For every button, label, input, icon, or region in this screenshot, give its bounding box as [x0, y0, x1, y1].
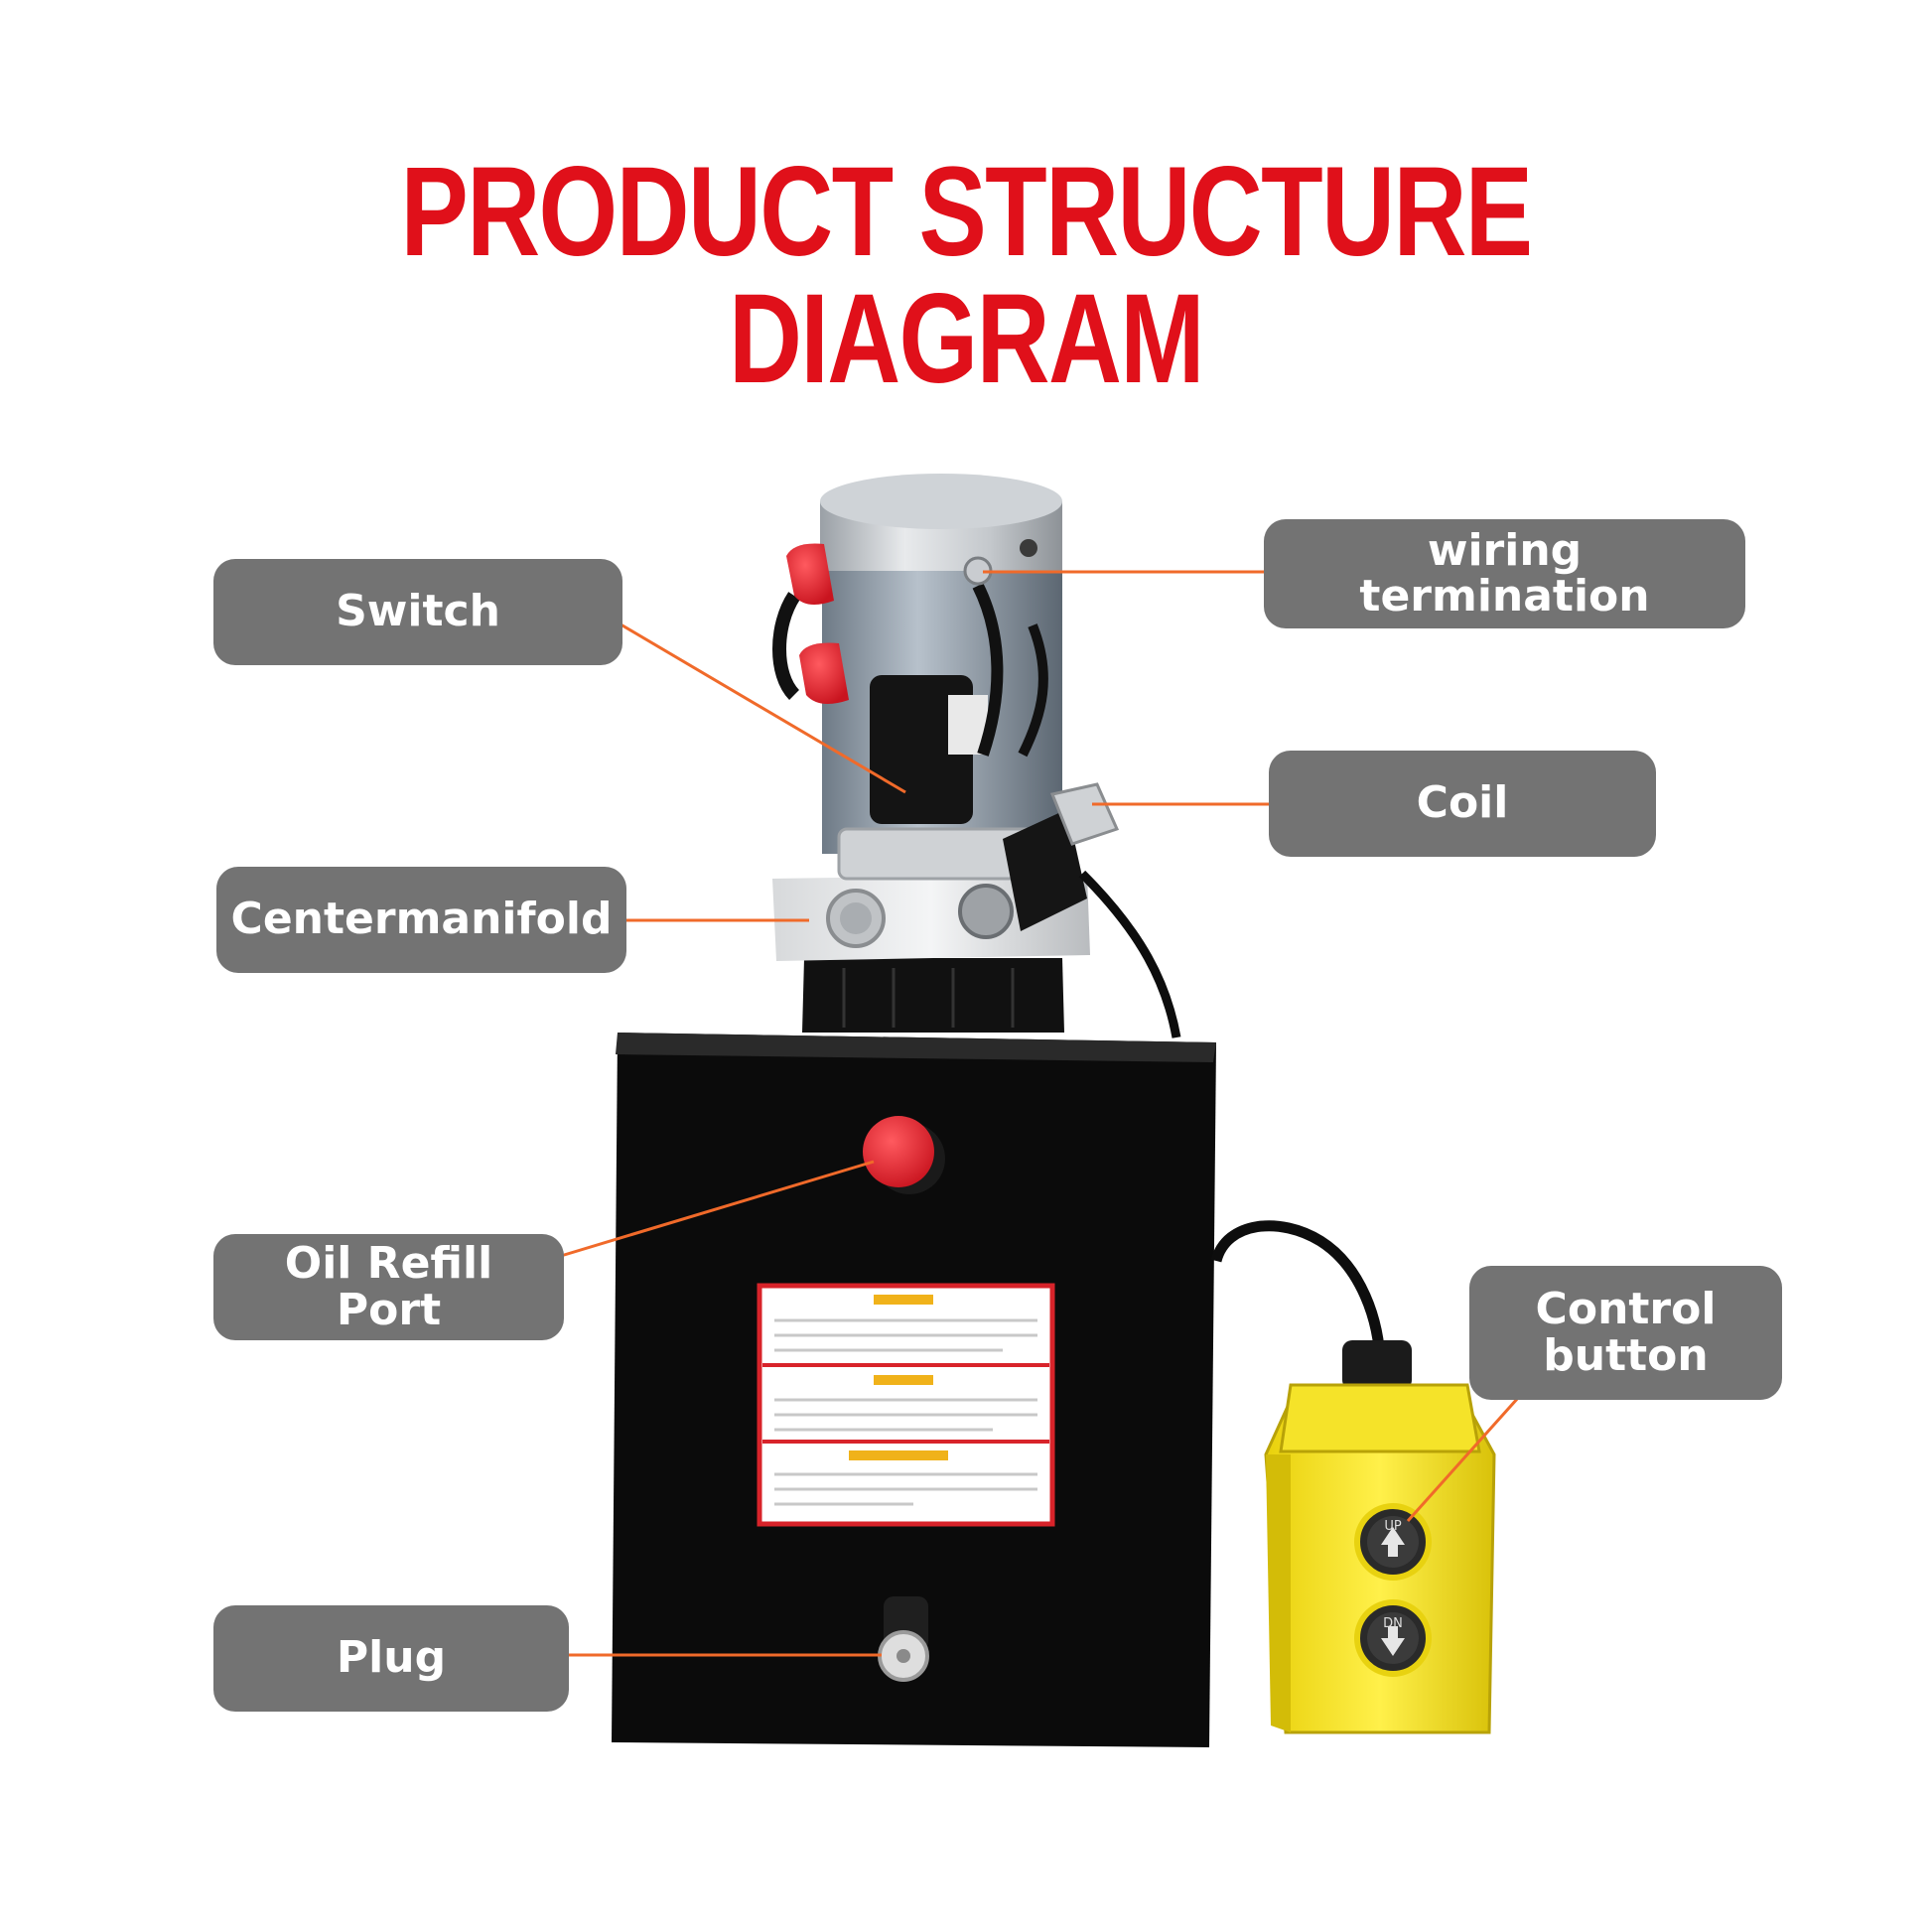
- switch-leader-line: [610, 617, 906, 794]
- control-button-leader-line: [1406, 1386, 1529, 1523]
- oil-refill-leader-line: [550, 1160, 875, 1261]
- control-button-label: Control button: [1469, 1266, 1782, 1400]
- switch-label: Switch: [213, 559, 622, 665]
- pump-base: [802, 958, 1064, 1033]
- down-button-label: DN: [1383, 1616, 1403, 1631]
- oil-tank: [612, 1033, 1216, 1747]
- control-pendant: UP DN: [1264, 1340, 1496, 1734]
- page-title: PRODUCT STRUCTURE DIAGRAM: [400, 141, 1534, 410]
- center-manifold: [772, 874, 1090, 961]
- leader-lines: [550, 570, 1529, 1657]
- coil-label: Coil: [1269, 751, 1656, 857]
- valve-coil: [1003, 782, 1120, 931]
- plug-label: Plug: [213, 1605, 569, 1712]
- pendant-cable: [1210, 1220, 1386, 1366]
- coil-cable: [1078, 870, 1181, 1038]
- oil-refill-port-label: Oil Refill Port: [213, 1234, 564, 1340]
- up-button-label: UP: [1384, 1519, 1402, 1534]
- wiring-termination-label: wiring termination: [1264, 519, 1745, 628]
- centermanifold-label: Centermanifold: [216, 867, 626, 973]
- warning-label-sticker: [757, 1283, 1055, 1527]
- terminal-caps: [786, 543, 849, 704]
